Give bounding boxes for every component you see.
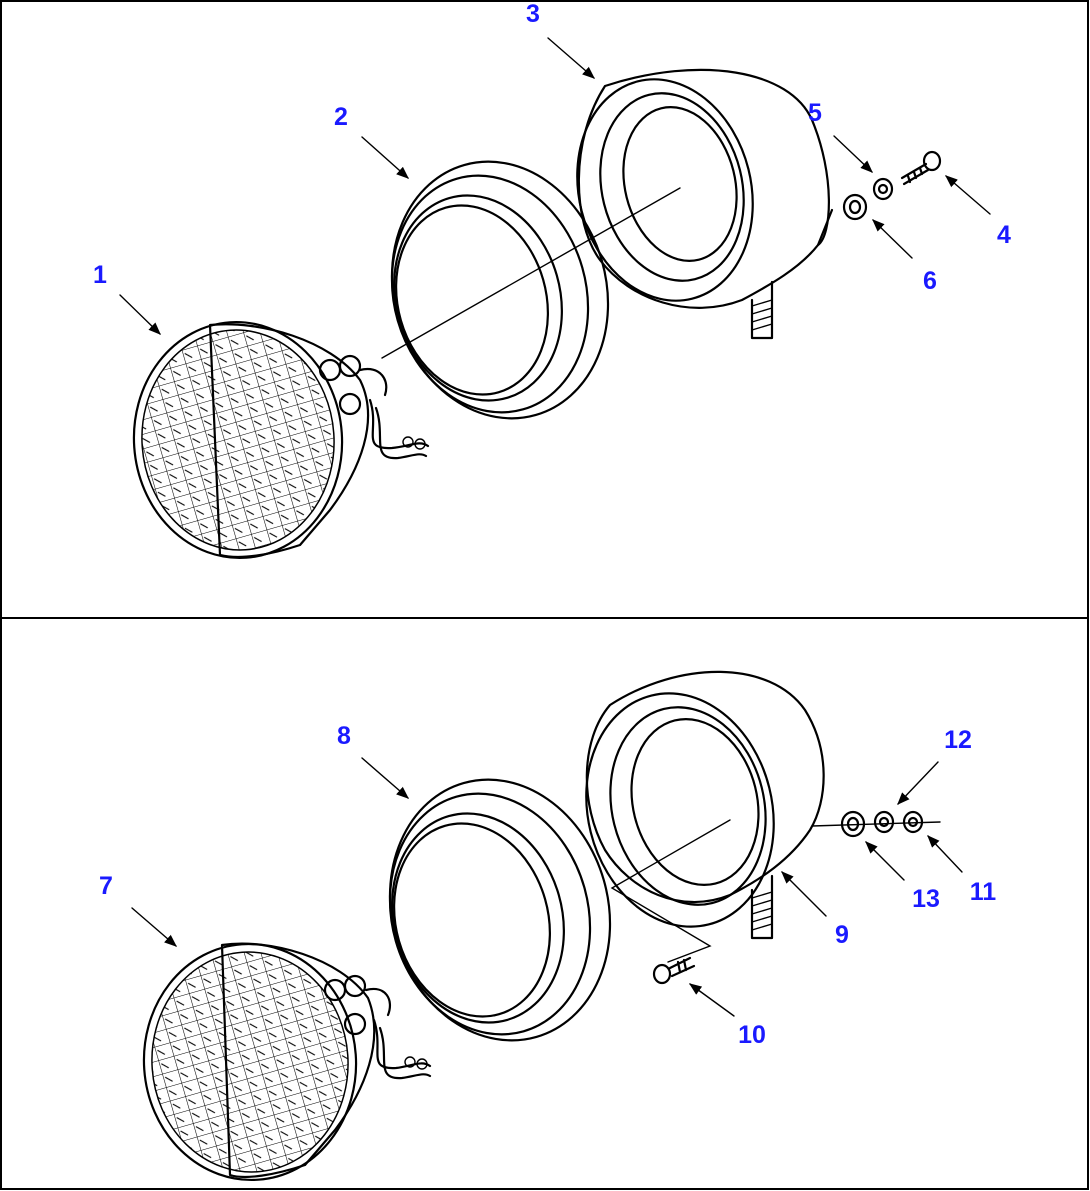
callout-2: 2 [334, 103, 409, 179]
lower-adjusting-screw [652, 956, 696, 985]
svg-text:7: 7 [99, 872, 113, 900]
callout-3: 3 [526, 0, 595, 79]
upper-lock-washer [872, 177, 894, 201]
callout-1: 1 [93, 261, 161, 335]
svg-text:11: 11 [970, 878, 997, 906]
callout-5: 5 [808, 99, 873, 173]
callout-10: 10 [688, 983, 766, 1049]
lower-callouts: 7 8 9 10 11 12 [99, 722, 996, 1049]
svg-text:1: 1 [93, 261, 107, 289]
upper-panel: 1 2 3 4 5 6 [93, 0, 1011, 560]
callout-6: 6 [872, 219, 937, 295]
svg-text:4: 4 [997, 221, 1011, 249]
svg-text:2: 2 [334, 103, 348, 131]
svg-text:3: 3 [526, 0, 540, 28]
lower-panel: 7 8 9 10 11 12 [99, 670, 996, 1182]
callout-13: 13 [865, 841, 940, 913]
callout-11: 11 [927, 835, 997, 906]
upper-mounting-hardware [842, 150, 942, 221]
lower-lock-washer [873, 810, 895, 834]
svg-text:8: 8 [337, 722, 351, 750]
svg-text:10: 10 [738, 1021, 766, 1049]
svg-text:6: 6 [923, 267, 937, 295]
upper-sealed-beam-lamp [132, 320, 430, 560]
upper-center-line [381, 187, 681, 359]
lower-housing [585, 670, 825, 940]
svg-text:9: 9 [835, 921, 849, 949]
svg-text:5: 5 [808, 99, 822, 127]
lower-bezel [388, 778, 612, 1042]
upper-housing [576, 68, 834, 340]
upper-bolt [900, 150, 942, 186]
upper-callouts: 1 2 3 4 5 6 [93, 0, 1011, 335]
upper-bezel [390, 160, 610, 420]
callout-4: 4 [945, 175, 1011, 249]
callout-8: 8 [337, 722, 409, 799]
svg-text:13: 13 [912, 885, 940, 913]
upper-nut [842, 193, 868, 221]
lower-leader-line [610, 819, 731, 963]
callout-12: 12 [897, 726, 972, 805]
lower-mounting-hardware [840, 810, 924, 838]
lower-spacer [840, 810, 866, 838]
callout-7: 7 [99, 872, 177, 947]
callout-9: 9 [781, 871, 849, 949]
svg-text:12: 12 [944, 726, 972, 754]
lower-sealed-beam-lamp [142, 942, 432, 1182]
lower-nut [902, 810, 924, 834]
